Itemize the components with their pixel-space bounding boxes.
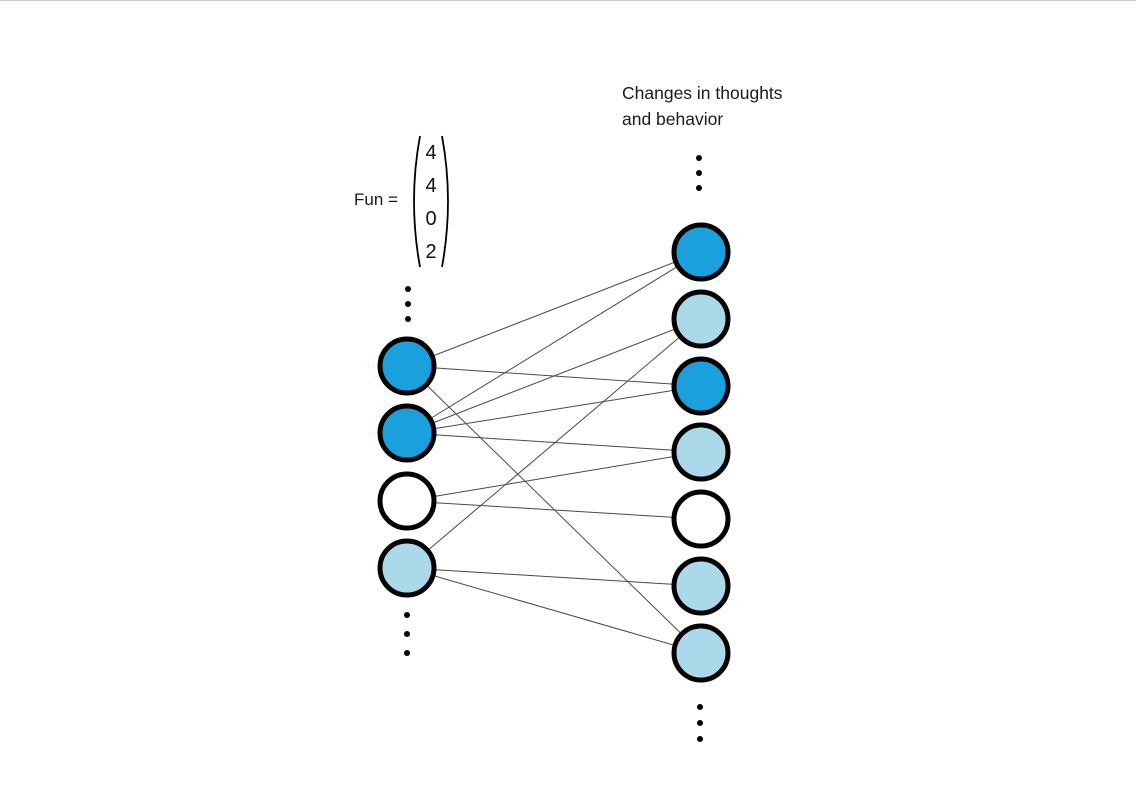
vector-label: Fun = (354, 190, 398, 209)
edge-L2-R4 (406, 432, 702, 453)
edge-L2-R2 (406, 318, 702, 434)
node-R3 (671, 356, 731, 416)
edge-L4-R6 (406, 567, 702, 587)
right-bottom-ellipsis-dot (697, 704, 703, 710)
left-top-ellipsis-dot (405, 301, 411, 307)
edge-L3-R4 (406, 451, 702, 502)
left-bottom-ellipsis-dot (404, 612, 410, 618)
diagram-title-line1: Changes in thoughts (622, 83, 783, 103)
node-R2 (671, 289, 731, 349)
vector-paren-right (441, 135, 449, 268)
vector-values: 4 4 0 2 (417, 137, 445, 269)
right-top-ellipsis-dot (696, 185, 702, 191)
node-R5 (671, 489, 731, 549)
vector-value: 4 (425, 142, 437, 164)
diagram-title: Changes in thoughts and behavior (622, 80, 783, 132)
node-L1 (377, 336, 437, 396)
node-R4 (671, 422, 731, 482)
edge-L4-R2 (406, 318, 702, 569)
vector-value: 2 (425, 241, 437, 263)
node-L3 (377, 471, 437, 531)
node-R7 (671, 623, 731, 683)
edge-L1-R1 (406, 251, 702, 367)
left-bottom-ellipsis-dot (404, 650, 410, 656)
left-bottom-ellipsis-dot (404, 631, 410, 637)
node-L2 (377, 403, 437, 463)
edge-L4-R7 (406, 567, 702, 654)
left-top-ellipsis-dot (405, 316, 411, 322)
node-R6 (671, 556, 731, 616)
right-bottom-ellipsis-dot (697, 720, 703, 726)
right-top-ellipsis-dot (696, 170, 702, 176)
edge-L2-R1 (406, 251, 702, 434)
node-L4 (377, 538, 437, 598)
vector-paren-left (413, 135, 421, 268)
vector-value: 4 (425, 175, 437, 197)
vector-value: 0 (425, 208, 437, 230)
right-bottom-ellipsis-dot (697, 736, 703, 742)
edge-L3-R5 (406, 500, 702, 520)
edge-L2-R3 (406, 385, 702, 434)
right-top-ellipsis-dot (696, 155, 702, 161)
left-top-ellipsis-dot (405, 286, 411, 292)
node-R1 (671, 222, 731, 282)
diagram-title-line2: and behavior (622, 109, 724, 129)
